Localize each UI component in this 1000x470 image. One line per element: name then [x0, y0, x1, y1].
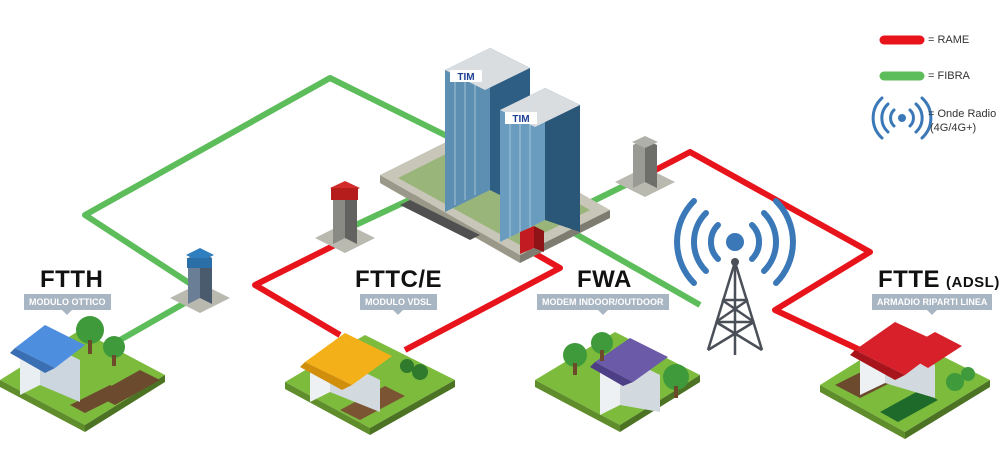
legend-swatches — [871, 35, 933, 140]
ftth-title: FTTH — [40, 266, 104, 293]
ftte-cabinet — [615, 136, 675, 197]
ftte-house-tile — [820, 322, 990, 439]
tim-logo-plate — [450, 70, 482, 82]
fiber-link-fttc-cabinet — [343, 192, 422, 233]
tim-logo-plate-2 — [505, 112, 537, 124]
fiber-link-ftth — [82, 75, 457, 293]
fttc-cabinet — [315, 181, 375, 253]
tim-logo-text-2: TIM — [512, 114, 529, 125]
ftth-fiber-cabinet — [170, 248, 230, 313]
legend-radio-icon — [871, 96, 933, 140]
legend-fibra-label: = FIBRA — [928, 70, 970, 82]
radio-waves-icon — [674, 198, 796, 286]
legend-radio-sublabel: (4G/4G+) — [930, 122, 977, 134]
fiber-links — [82, 75, 702, 343]
radio-tower — [674, 198, 796, 355]
copper-cabinet-front — [520, 226, 544, 254]
ftte-title-suffix: (ADSL) — [946, 274, 1000, 291]
tim-headquarters: TIM TIM — [380, 48, 610, 263]
fttc-tag: MODULO VDSL — [360, 294, 437, 315]
copper-link-fttc-left — [252, 242, 342, 338]
fttc-house-tile — [285, 333, 455, 435]
ftth-house-tile — [0, 316, 165, 432]
ftte-tag: ARMADIO RIPARTI LINEA — [872, 294, 993, 315]
fiber-link-ftth-drop — [118, 297, 192, 343]
tim-logo-text: TIM — [457, 72, 474, 83]
ftte-title: FTTE (ADSL) — [878, 266, 1000, 294]
legend-rame-label: = RAME — [928, 34, 970, 46]
legend-radio-label: = Onde Radio — [928, 108, 997, 120]
fiber-link-fwa — [558, 222, 702, 308]
fwa-house-tile — [535, 332, 700, 432]
fwa-title: FWA — [577, 266, 632, 293]
fwa-tag: MODEM INDOOR/OUTDOOR — [537, 294, 669, 315]
ftte-title-main: FTTE — [878, 266, 940, 293]
fttc-title: FTTC/E — [355, 266, 442, 293]
copper-link-ftte — [638, 149, 873, 353]
ftth-tag: MODULO OTTICO — [24, 294, 111, 315]
